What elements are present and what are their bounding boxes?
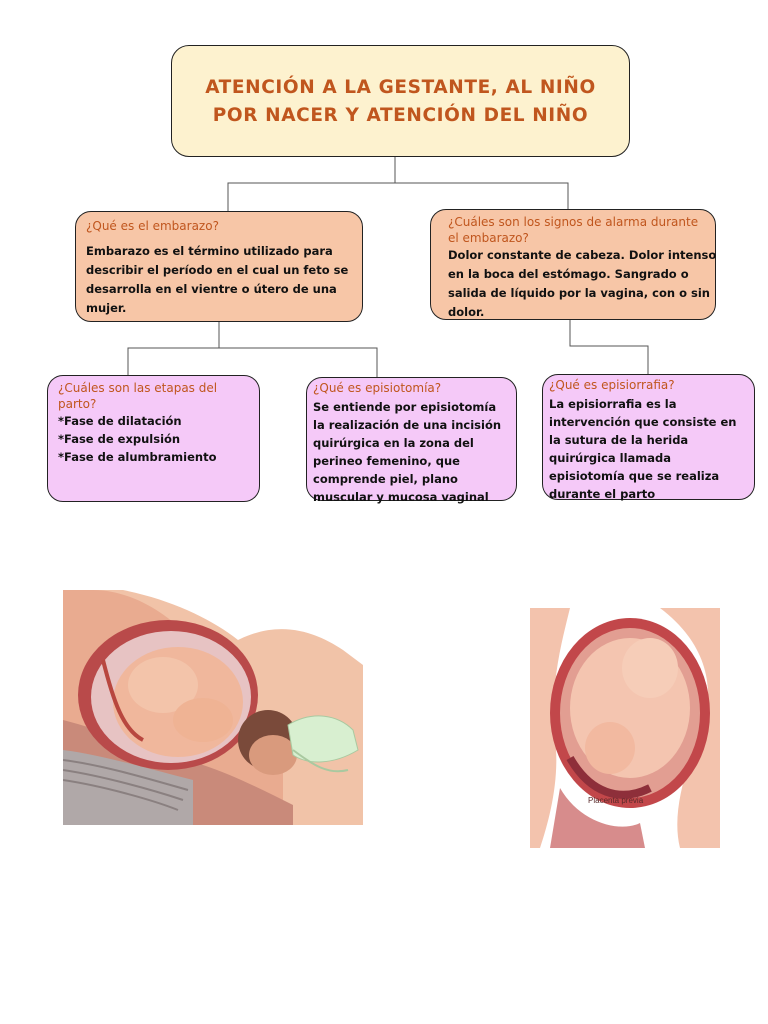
node-embarazo-question: ¿Qué es el embarazo? (86, 219, 219, 233)
etapa-item-2: *Fase de expulsión (58, 432, 181, 446)
placenta-previa-caption: Placenta previa (588, 796, 644, 805)
title-box: ATENCIÓN A LA GESTANTE, AL NIÑO POR NACE… (171, 45, 630, 157)
connector-embarazo-etapas (127, 322, 220, 376)
node-signos: ¿Cuáles son los signos de alarma durante… (430, 209, 716, 320)
connector-title-signos (395, 182, 569, 210)
node-episiorrafia-answer: La episiorrafia es la intervención que c… (549, 397, 737, 501)
childbirth-illustration (63, 590, 363, 825)
node-episiotomia: ¿Qué es episiotomía? Se entiende por epi… (306, 377, 517, 504)
node-episiotomia-question: ¿Qué es episiotomía? (313, 381, 442, 395)
etapa-item-3: *Fase de alumbramiento (58, 450, 217, 464)
connector-title-embarazo (227, 157, 396, 212)
node-episiorrafia: ¿Qué es episiorrafia? La episiorrafia es… (542, 374, 755, 501)
etapa-item-1: *Fase de dilatación (58, 414, 182, 428)
placenta-previa-illustration: Placenta previa (530, 608, 720, 848)
title-line-1: ATENCIÓN A LA GESTANTE, AL NIÑO (205, 77, 596, 98)
node-etapas: ¿Cuáles son las etapas del parto? *Fase … (47, 375, 260, 502)
node-embarazo: ¿Qué es el embarazo? Embarazo es el térm… (75, 211, 363, 322)
node-episiorrafia-question: ¿Qué es episiorrafia? (549, 378, 675, 392)
node-signos-question: ¿Cuáles son los signos de alarma durante… (448, 215, 699, 245)
connector-embarazo-episiotomia (219, 347, 378, 378)
title-line-2: POR NACER Y ATENCIÓN DEL NIÑO (212, 105, 589, 126)
node-etapas-question: ¿Cuáles son las etapas del parto? (58, 381, 218, 411)
node-signos-answer: Dolor constante de cabeza. Dolor intenso… (448, 248, 717, 319)
node-episiotomia-answer: Se entiende por episiotomía la realizaci… (313, 400, 502, 504)
node-embarazo-answer: Embarazo es el término utilizado para de… (86, 244, 349, 315)
connector-signos-episiorrafia (569, 320, 649, 376)
